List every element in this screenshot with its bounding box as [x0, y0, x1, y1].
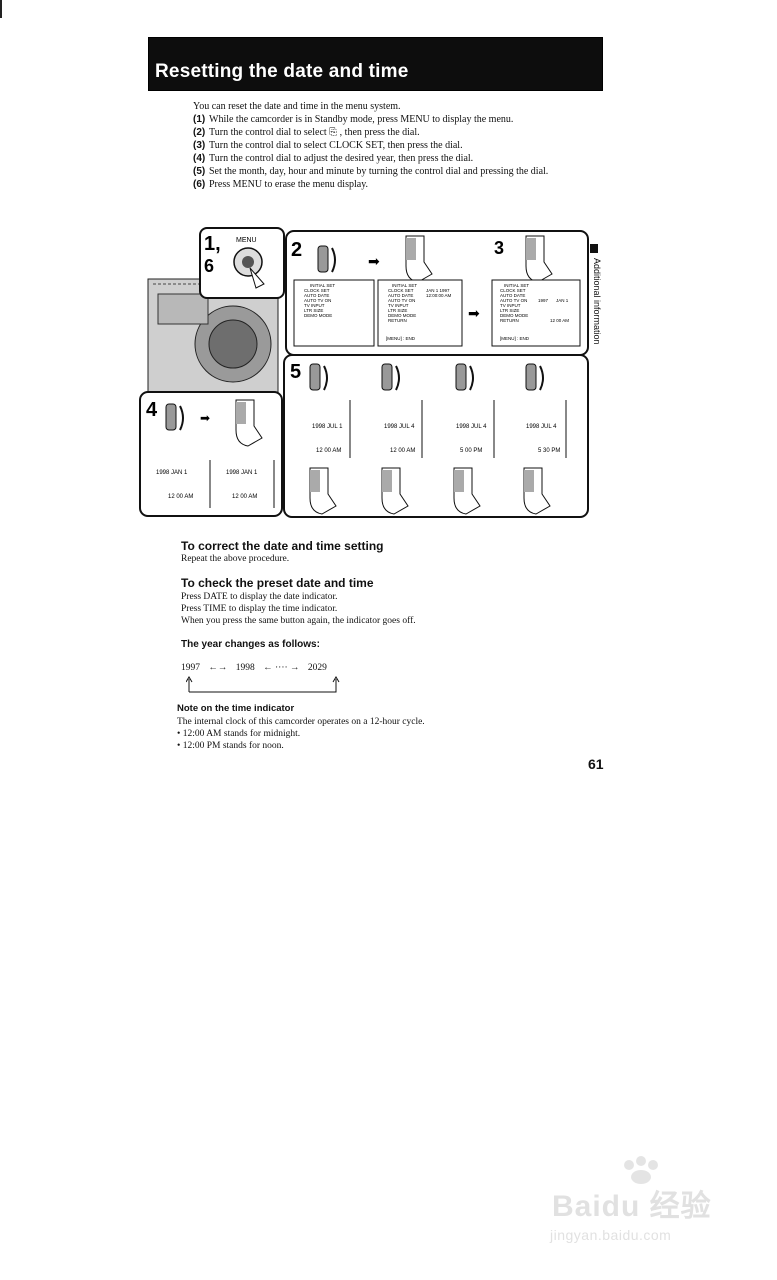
step-3-label: 3	[494, 238, 504, 258]
hand-press-icon	[381, 467, 409, 515]
check-section-body: Press DATE to display the date indicator…	[181, 591, 501, 627]
steps-list: (1)While the camcorder is in Standby mod…	[193, 113, 593, 191]
step-item: (1)While the camcorder is in Standby mod…	[193, 114, 514, 125]
menu-button-label: MENU	[236, 237, 257, 244]
menu-screen-2-text: INITIAL SET CLOCK SET AUTO DATE AUTO TV …	[388, 283, 418, 323]
note-body: The internal clock of this camcorder ope…	[177, 716, 517, 752]
step-1-6-panel: 1, 6 MENU	[199, 227, 285, 299]
step-5-label: 5	[290, 361, 301, 383]
step-5-screen-2-date: 1998 JUL 4	[384, 424, 415, 430]
menu-screen-1	[293, 279, 375, 347]
step-5-screen-4-time: 5 30 PM	[538, 448, 560, 454]
hand-press-icon	[453, 467, 481, 515]
step-item: (6)Press MENU to erase the menu display.	[193, 179, 369, 190]
step-5-panel: 5 1998 JUL 1 12 00 AM 1998 JUL 4 12 00 A…	[283, 354, 589, 518]
menu-screen-3-text: INITIAL SET CLOCK SET AUTO DATE AUTO TV …	[500, 283, 530, 323]
arrow-right-icon: ➡	[200, 411, 210, 425]
page-number: 61	[588, 756, 604, 772]
step-5-screen-3-date: 1998 JUL 4	[456, 424, 487, 430]
hand-press-icon	[235, 399, 263, 447]
menu-screen-3-month: JAN 1	[556, 298, 569, 303]
menu-screen-2-time: 12:00:00 AM	[426, 293, 452, 298]
intro-lead: You can reset the date and time in the m…	[193, 101, 401, 112]
note-line: • 12:00 PM stands for noon.	[177, 741, 284, 751]
menu-screen-3-time: 12 00 AM	[550, 318, 569, 323]
step-6-label: 6	[204, 256, 214, 276]
year-loop-arrow-icon	[186, 676, 340, 693]
intro-section: You can reset the date and time in the m…	[193, 100, 593, 191]
menu-screen-2-date: JAN 1 1997	[426, 288, 450, 293]
control-dial-icon	[165, 403, 184, 431]
step-1-label: 1,	[204, 233, 221, 255]
correct-section-title: To correct the date and time setting	[181, 539, 384, 553]
step-2-3-panel: 2 3 ➡ INITIAL SET CLOCK SET AUTO DATE AU…	[285, 230, 589, 356]
menu-screen-3-end: [MENU] : END	[500, 336, 530, 341]
procedure-illustration: 1, 6 MENU 2 3 ➡ INITIAL SET CLOCK SET AU…	[138, 224, 593, 520]
step-4-panel: 4 ➡ 1998 JAN 1 12 00 AM 1998 JAN 1 12 00…	[139, 391, 283, 517]
check-line: Press DATE to display the date indicator…	[181, 592, 338, 602]
page-edge-mark	[0, 0, 2, 18]
step-5-screen-4-date: 1998 JUL 4	[526, 424, 557, 430]
page-title: Resetting the date and time	[155, 61, 409, 82]
control-dial-icon	[309, 363, 328, 391]
step-item: (4)Turn the control dial to adjust the d…	[193, 153, 474, 164]
year-start: 1997	[181, 663, 200, 673]
ellipsis-arrow-icon: ← ···· →	[263, 663, 300, 673]
step-4-screen-2-date: 1998 JAN 1	[226, 470, 258, 476]
illustration-svg: 1, 6 MENU 2 3 ➡ INITIAL SET CLOCK SET AU…	[139, 227, 589, 518]
section-tab-marker	[590, 244, 598, 253]
year-changes-title: The year changes as follows:	[181, 639, 320, 650]
bidirectional-arrow-icon: ←→	[208, 663, 228, 673]
control-dial-icon	[317, 245, 336, 273]
step-item: (2)Turn the control dial to select ⎘ , t…	[193, 127, 420, 138]
side-section-label: Additional information	[592, 258, 602, 345]
baidu-watermark: Baidu 经验 jingyan.baidu.com	[548, 1155, 738, 1255]
control-dial-icon	[525, 363, 544, 391]
menu-screen-2-end: [MENU] : END	[386, 336, 416, 341]
note-line: • 12:00 AM stands for midnight.	[177, 729, 301, 739]
correct-section-body: Repeat the above procedure.	[181, 553, 501, 565]
finger-icon	[249, 267, 265, 289]
menu-screen-3-year: 1997	[538, 298, 549, 303]
step-4-label: 4	[146, 399, 158, 421]
paw-print-icon	[624, 1156, 658, 1184]
check-section-title: To check the preset date and time	[181, 576, 374, 590]
correct-section-text: Repeat the above procedure.	[181, 554, 290, 564]
arrow-right-icon: ➡	[368, 253, 380, 269]
step-item: (3)Turn the control dial to select CLOCK…	[193, 140, 463, 151]
control-dial-icon	[455, 363, 474, 391]
hand-press-icon	[309, 467, 337, 515]
year-end: 2029	[307, 663, 327, 673]
check-line: Press TIME to display the time indicator…	[181, 604, 338, 614]
note-title: Note on the time indicator	[177, 703, 295, 714]
menu-screen-1-text: INITIAL SET CLOCK SET AUTO DATE AUTO TV …	[304, 283, 336, 318]
menu-screen-3	[491, 279, 581, 347]
step-5-screen-3-time: 5 00 PM	[460, 448, 482, 454]
step-4-screen-2-time: 12 00 AM	[232, 494, 257, 500]
menu-screen-2	[377, 279, 463, 347]
hand-press-icon	[523, 467, 551, 515]
step-4-screen-1-date: 1998 JAN 1	[156, 470, 188, 476]
step-2-label: 2	[291, 239, 302, 261]
check-line: When you press the same button again, th…	[181, 616, 416, 626]
step-5-screen-1-time: 12 00 AM	[316, 448, 341, 454]
watermark-url: jingyan.baidu.com	[550, 1227, 672, 1243]
step-5-screen-2-time: 12 00 AM	[390, 448, 415, 454]
step-5-screen-1-date: 1998 JUL 1	[312, 424, 343, 430]
watermark-text: Baidu 经验	[552, 1190, 712, 1223]
step-item: (5)Set the month, day, hour and minute b…	[193, 166, 549, 177]
title-banner: Resetting the date and time	[148, 37, 603, 91]
step-4-screen-1-time: 12 00 AM	[168, 494, 193, 500]
camcorder-icon	[147, 278, 279, 395]
note-line: The internal clock of this camcorder ope…	[177, 717, 425, 727]
control-dial-icon	[381, 363, 400, 391]
arrow-right-icon: ➡	[468, 305, 480, 321]
year-next: 1998	[235, 663, 255, 673]
year-sequence: 1997 ←→ 1998 ← ···· → 2029	[181, 663, 333, 673]
